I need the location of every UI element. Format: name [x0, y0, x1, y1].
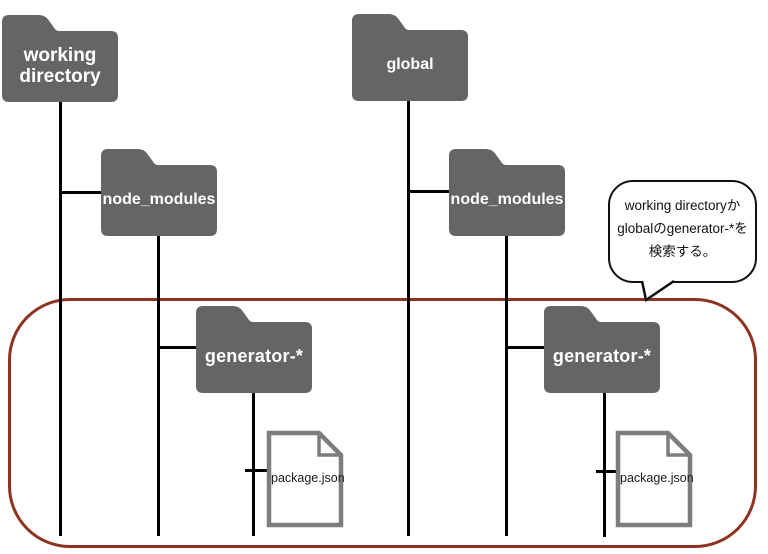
- folder-working-directory: working directory: [1, 14, 119, 103]
- file-icon: [615, 430, 693, 528]
- file-label-package-json-right: package.json: [620, 471, 694, 485]
- folder-icon: [2, 15, 118, 102]
- folder-icon: [352, 14, 468, 101]
- folder-label-node-modules-left: node_modules: [102, 190, 216, 208]
- folder-icon: [196, 306, 312, 393]
- folder-icon: [101, 149, 217, 236]
- file-package-json-left: package.json: [266, 430, 345, 528]
- callout-bubble: working directoryか globalのgenerator-*を 検…: [608, 180, 757, 283]
- folder-node-modules-right: node_modules: [448, 148, 566, 237]
- callout-tail-icon: [640, 280, 675, 303]
- file-package-json-right: package.json: [615, 430, 694, 528]
- folder-node-modules-left: node_modules: [100, 148, 218, 237]
- highlight-region-box: [8, 298, 757, 548]
- folder-icon: [544, 306, 660, 393]
- folder-generator-right: generator-*: [543, 305, 661, 394]
- folder-label-generator-right: generator-*: [552, 346, 652, 366]
- file-icon: [266, 430, 344, 528]
- callout-text-line1: working directoryか: [624, 198, 741, 213]
- callout-text-line3: 検索する。: [648, 244, 717, 259]
- file-label-package-json-left: package.json: [271, 471, 345, 485]
- callout-text-line2: globalのgenerator-*を: [617, 221, 748, 236]
- folder-label-working-directory: working directory: [19, 44, 101, 87]
- folder-label-global: global: [386, 55, 434, 73]
- folder-label-node-modules-right: node_modules: [450, 190, 564, 208]
- folder-label-generator-left: generator-*: [204, 346, 304, 366]
- folder-generator-left: generator-*: [195, 305, 313, 394]
- folder-icon: [449, 149, 565, 236]
- folder-global: global: [351, 13, 469, 102]
